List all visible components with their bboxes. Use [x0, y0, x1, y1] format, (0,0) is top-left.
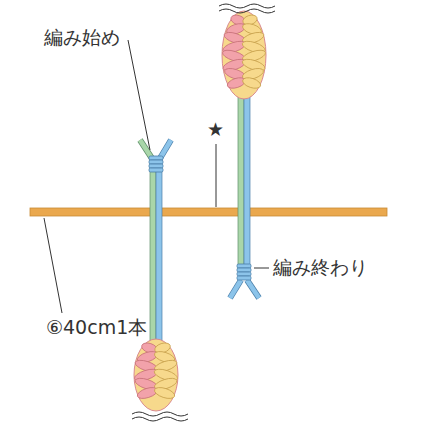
- cord-spec-label: ⑥40cm1本: [46, 316, 147, 339]
- knot-left: [133, 339, 179, 411]
- start-label: 編み始め: [44, 26, 120, 49]
- knot-body: [134, 339, 178, 411]
- wrap-turn: [149, 164, 163, 168]
- marker-star: ★: [207, 118, 224, 141]
- left-cords: [140, 140, 171, 345]
- wrap-turn: [237, 276, 251, 280]
- wrap-turn: [237, 268, 251, 272]
- wrap-turn: [149, 168, 163, 172]
- knot-body: [222, 11, 266, 99]
- wrap-turn: [149, 160, 163, 164]
- end-label: 編み終わり: [273, 256, 368, 279]
- wrap-turn: [149, 156, 163, 160]
- break-marks: [132, 4, 275, 421]
- core-cord: [30, 208, 387, 216]
- knot-lobe: [153, 385, 176, 400]
- wrap-turn: [237, 272, 251, 276]
- knot-right: [221, 11, 267, 99]
- wrap-turn: [237, 264, 251, 268]
- leader-lines: [44, 40, 269, 313]
- knot-lobe: [241, 76, 262, 91]
